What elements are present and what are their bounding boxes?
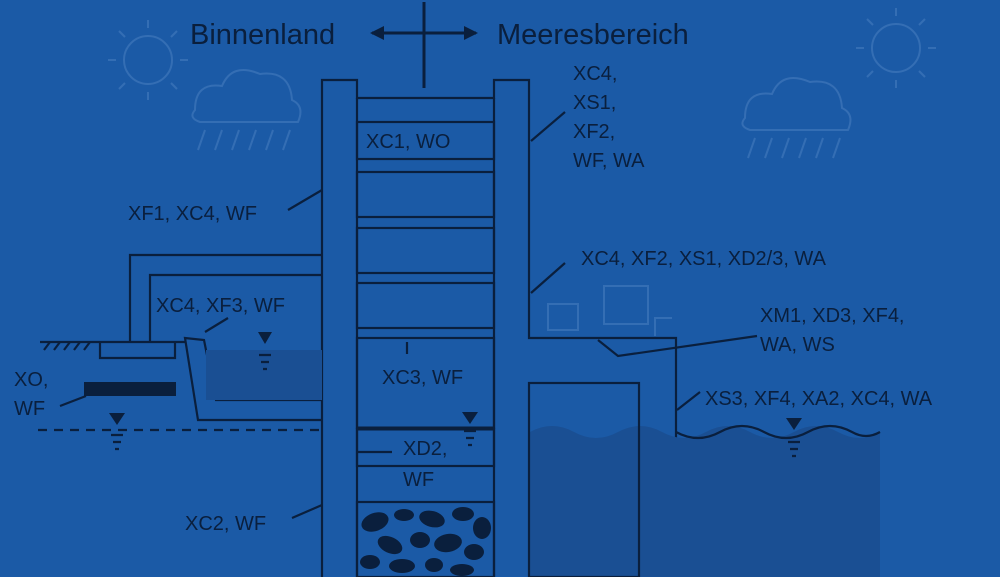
label-top-right-3: XF2, <box>573 121 615 143</box>
sea-label: Meeresbereich <box>497 19 689 51</box>
label-chamber-low-1: XD2, <box>403 438 447 460</box>
sun-icon <box>856 8 936 88</box>
chamber-3 <box>355 226 496 275</box>
label-chamber-low-2: WF <box>403 469 434 491</box>
sun-icon <box>108 20 188 100</box>
chamber-4 <box>355 281 496 330</box>
label-chamber-water: XC3, WF <box>382 367 463 389</box>
label-foundation-1: XO, <box>14 369 48 391</box>
label-base: XC2, WF <box>185 513 266 535</box>
leader-lines <box>59 111 758 520</box>
gravel-fill <box>360 507 491 576</box>
rain-cloud-icon <box>741 77 852 159</box>
label-deck-1: XM1, XD3, XF4, <box>760 305 905 327</box>
chamber-2 <box>355 170 496 219</box>
inland-label: Binnenland <box>190 19 335 51</box>
sea-water <box>530 426 880 577</box>
label-foundation-2: WF <box>14 398 45 420</box>
sea-chamber <box>527 381 641 577</box>
chamber-top <box>355 120 496 161</box>
deck-equipment <box>547 285 672 336</box>
label-top-right-1: XC4, <box>573 63 617 85</box>
chambers <box>355 120 496 577</box>
water-level-icon <box>109 413 125 451</box>
label-chamber-top: XC1, WO <box>366 131 450 153</box>
inland-structure <box>98 253 322 422</box>
label-sea-wall: XS3, XF4, XA2, XC4, WA <box>705 388 933 410</box>
label-top-right-2: XS1, <box>573 92 616 114</box>
water-level-icon <box>786 418 802 458</box>
ground-surface <box>40 340 100 351</box>
label-top-right-4: WF, WA <box>573 150 645 172</box>
rain-cloud-icon <box>191 69 302 151</box>
label-basin-wall: XC4, XF3, WF <box>156 295 285 317</box>
water-level-icon <box>462 412 478 447</box>
label-left-wall: XF1, XC4, WF <box>128 203 257 225</box>
foundation-slab <box>84 382 176 396</box>
label-right-wall: XC4, XF2, XS1, XD2/3, WA <box>581 248 827 270</box>
double-arrow-icon <box>370 2 478 88</box>
chamber-gravel <box>355 500 496 577</box>
basin-water <box>206 350 322 400</box>
water-level-icon <box>258 332 272 371</box>
label-deck-2: WA, WS <box>760 334 835 356</box>
